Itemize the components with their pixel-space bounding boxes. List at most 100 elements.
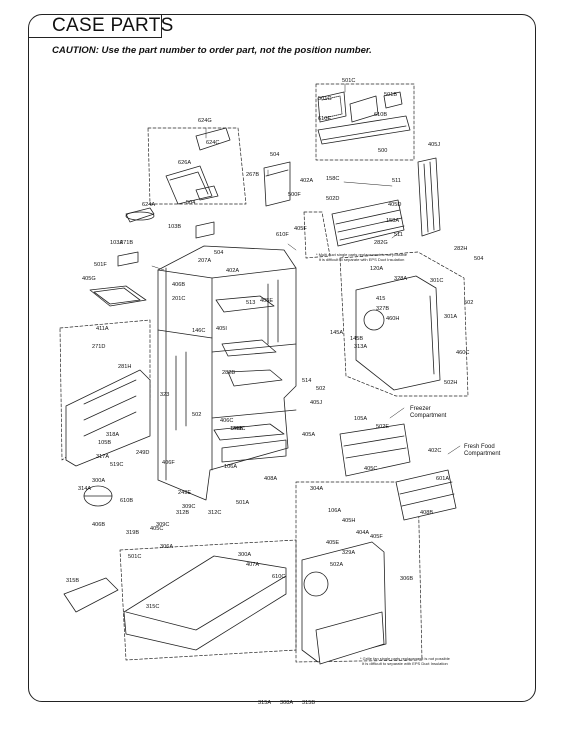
part-callout-label: 301C [430, 278, 444, 284]
part-callout-label: 408B [420, 510, 434, 516]
top-duct-parts [317, 91, 411, 145]
part-callout-label: 504 [474, 256, 484, 262]
shelf-tray [89, 285, 147, 307]
leader-lines [151, 83, 461, 455]
part-callout-label: 502H [444, 380, 458, 386]
part-callout-label: 405G [82, 276, 96, 282]
evaporator-grid [331, 199, 405, 247]
part-callout-label: 405H [342, 518, 356, 524]
group-right-duct [339, 251, 469, 397]
part-callout-label: 282H [454, 246, 468, 252]
part-callout-label: 626A [178, 160, 192, 166]
part-callout-label: 306A [160, 544, 174, 550]
page-frame [28, 14, 536, 702]
part-callout-label: 624A [142, 202, 156, 208]
small-covers [117, 161, 291, 267]
part-callout-label: 315A [258, 700, 272, 706]
part-callout-label: 460H [386, 316, 400, 322]
dashed-group-boxes [59, 83, 469, 663]
part-callout-label: 501A [236, 500, 250, 506]
part-callout-label: 146C [192, 328, 206, 334]
part-callout-label: 306B [400, 576, 414, 582]
part-callout-label: 103A [110, 240, 124, 246]
part-callout-label: 300A [238, 552, 252, 558]
part-callout-label: 402A [300, 178, 314, 184]
part-callout-label: 504 [214, 250, 224, 256]
freezer-label-line1: Freezer [410, 406, 431, 412]
fresh-food-label-line1: Fresh Food [464, 444, 495, 450]
part-callout-label: 402A [226, 268, 240, 274]
part-callout-label: 249E [178, 490, 192, 496]
part-callout-label: 145A [330, 330, 344, 336]
part-callout-label: 405D [388, 202, 402, 208]
part-callout-label: 504 [186, 200, 196, 206]
part-callout-label: 624C [206, 140, 220, 146]
title-box [28, 14, 162, 38]
part-callout-label: 501F [94, 262, 107, 268]
part-callout-label: 315B [66, 578, 80, 584]
part-callout-label: 408A [264, 476, 278, 482]
compressor [83, 485, 113, 507]
part-callout-label: 329A [342, 550, 356, 556]
part-callout-label: 207A [198, 258, 212, 264]
group-top-left [147, 127, 247, 205]
part-callout-label: 120A [370, 266, 384, 272]
part-callout-label: 511 [392, 178, 401, 184]
fresh-food-label-line2: Compartment [464, 451, 501, 457]
part-callout-label: 502 [464, 300, 474, 306]
part-callout-label: 300A [92, 478, 106, 484]
part-callout-label: 282G [374, 240, 388, 246]
part-callout-label: 267B [246, 172, 260, 178]
part-callout-label: 105A [354, 416, 368, 422]
part-callout-label: 610B [374, 112, 388, 118]
part-callout-label: 406B [92, 522, 106, 528]
part-callout-label: 309C [156, 522, 170, 528]
part-callout-label: 610E [318, 116, 332, 122]
note-grille-fan: * Grille fan single parts replacement is… [360, 656, 450, 666]
part-callout-label: 313A [354, 344, 368, 350]
part-callout-label: 158A [386, 218, 400, 224]
note-multi-duct: * Multi duct single parts replacement is… [316, 252, 407, 262]
part-callout-label: 405J [428, 142, 441, 148]
part-callout-label: 405A [302, 432, 316, 438]
group-bottom-left [119, 539, 297, 661]
freezer-compartment-label: Freezer Compartment [410, 406, 446, 420]
part-callout-label: 610B [120, 498, 134, 504]
part-callout-label: 282B [222, 370, 236, 376]
fresh-food-compartment-label: Fresh Food Compartment [464, 444, 500, 458]
part-callout-label: 405E [326, 540, 340, 546]
group-top-duct [315, 83, 415, 161]
part-callout-label: 315C [146, 604, 160, 610]
part-callout-label: 624G [198, 118, 212, 124]
part-callout-label: 610F [276, 232, 289, 238]
part-callout-label: 405C [150, 526, 164, 532]
part-callout-label: 504 [270, 152, 280, 158]
part-callout-label: 601A [436, 476, 450, 482]
part-callout-label: 405I [216, 326, 227, 332]
part-callout-label: 501C [342, 78, 356, 84]
part-callout-label: 404A [356, 530, 370, 536]
part-callout-label: 405J [310, 400, 323, 406]
part-callout-label: 328A [394, 276, 408, 282]
part-callout-label: 145B [350, 336, 364, 342]
freezer-label-line2: Compartment [410, 413, 447, 419]
part-callout-label: 501C [128, 554, 142, 560]
part-callout-label: 411A [96, 326, 109, 332]
part-callout-label: 315B [302, 700, 316, 706]
part-callout-label: 460C [456, 350, 470, 356]
part-callout-label: 406B [172, 282, 186, 288]
part-callout-label: 281H [118, 364, 132, 370]
note-multi-duct-line1: * Multi duct single parts replacement is… [316, 252, 407, 257]
part-callout-label: 309C [182, 504, 196, 510]
part-callout-label: 271B [120, 240, 134, 246]
part-callout-label: 519C [110, 462, 124, 468]
part-callout-label: 402C [428, 448, 442, 454]
part-callout-label: 323 [160, 392, 170, 398]
part-callout-label: 317A [96, 454, 110, 460]
part-callout-label: 405E [260, 298, 274, 304]
part-callout-label: 502A [330, 562, 344, 568]
part-callout-label: 145B [230, 426, 244, 432]
part-callout-label: 502 [316, 386, 326, 392]
caution-text: CAUTION: Use the part number to order pa… [52, 45, 372, 56]
